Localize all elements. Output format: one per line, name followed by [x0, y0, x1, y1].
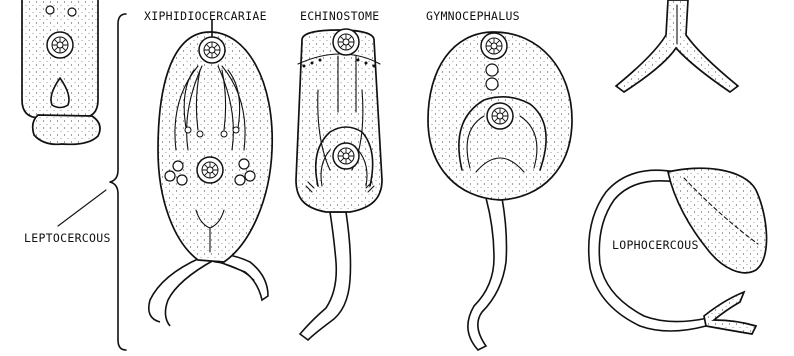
label-xiphidiocercariae: XIPHIDIOCERCARIAE [144, 9, 267, 23]
label-leptocercous: LEPTOCERCOUS [24, 231, 111, 245]
fork-tail-top-right [616, 0, 738, 92]
echinostome-figure [296, 29, 382, 340]
label-gymnocephalus: GYMNOCEPHALUS [426, 9, 520, 23]
leptocercous-bracket [110, 14, 126, 350]
label-echinostome: ECHINOSTOME [300, 9, 379, 23]
label-lophocercous: LOPHOCERCOUS [612, 238, 699, 252]
leptocercous-leader-line [58, 190, 106, 226]
xiphidiocercaria-figure [149, 20, 272, 326]
gymnocephalus-figure [428, 32, 572, 350]
partial-cercaria-top-left [22, 0, 100, 144]
